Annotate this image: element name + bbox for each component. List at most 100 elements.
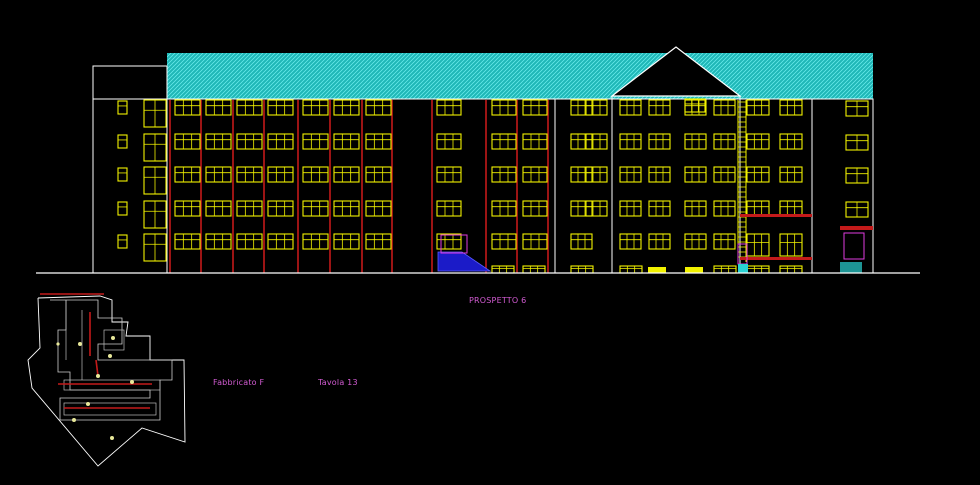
window <box>174 99 201 116</box>
entrance-door <box>843 232 865 260</box>
window-frame <box>117 234 128 249</box>
window <box>779 99 803 116</box>
window-frame <box>570 99 593 116</box>
window-frame <box>267 166 294 183</box>
window <box>746 166 770 183</box>
window <box>205 99 232 116</box>
window-grid <box>117 98 869 274</box>
window-frame <box>302 233 329 250</box>
window-frame <box>713 166 736 183</box>
window <box>205 200 232 217</box>
window <box>205 233 232 250</box>
window-frame <box>779 99 803 116</box>
window <box>684 233 707 250</box>
facade <box>92 96 874 274</box>
window <box>236 233 263 250</box>
window <box>779 133 803 150</box>
site-boundary <box>27 295 186 467</box>
window-frame <box>236 200 263 217</box>
plan-point <box>72 418 76 422</box>
window-frame <box>117 134 128 149</box>
window-frame <box>436 99 462 116</box>
window-frame <box>436 233 462 250</box>
window-frame <box>491 200 517 217</box>
window-frame <box>491 133 517 150</box>
window-frame <box>365 133 392 150</box>
window-frame <box>174 233 201 250</box>
window-frame <box>302 166 329 183</box>
window <box>713 133 736 150</box>
window-frame <box>713 233 736 250</box>
window-frame <box>236 133 263 150</box>
structural-columns <box>169 100 549 273</box>
balcony-band <box>740 257 812 260</box>
external-staircase <box>437 234 492 272</box>
window-frame <box>648 133 671 150</box>
window <box>779 166 803 183</box>
window <box>365 133 392 150</box>
window-frame <box>585 99 608 116</box>
window <box>570 99 593 116</box>
window-frame <box>174 200 201 217</box>
window-frame <box>174 133 201 150</box>
window-frame <box>713 133 736 150</box>
window <box>648 233 671 250</box>
window <box>570 200 593 217</box>
window-frame <box>522 133 548 150</box>
window-frame <box>684 233 707 250</box>
window-frame <box>436 133 462 150</box>
window <box>436 200 462 217</box>
window <box>585 133 608 150</box>
window-frame <box>570 233 593 250</box>
sheet-label: Tavola 13 <box>318 378 358 387</box>
window-frame <box>302 133 329 150</box>
window <box>684 200 707 217</box>
window-frame <box>205 200 232 217</box>
window <box>236 133 263 150</box>
window <box>845 100 869 117</box>
window <box>585 200 608 217</box>
plan-point <box>56 342 60 346</box>
window-frame <box>333 99 360 116</box>
facade-outline <box>92 98 874 274</box>
window <box>845 201 869 218</box>
plan-point <box>108 354 112 358</box>
stair-door <box>440 234 468 254</box>
window <box>619 133 642 150</box>
roof <box>92 46 873 100</box>
window <box>436 233 462 250</box>
building-footprint <box>50 299 173 421</box>
window-frame <box>205 166 232 183</box>
window <box>174 233 201 250</box>
window <box>205 133 232 150</box>
window <box>302 166 329 183</box>
window-frame <box>205 99 232 116</box>
window <box>436 99 462 116</box>
window <box>522 200 548 217</box>
window-frame <box>302 99 329 116</box>
window <box>491 99 517 116</box>
window <box>522 233 548 250</box>
window <box>267 200 294 217</box>
window <box>436 133 462 150</box>
entrance-canopy <box>840 226 873 230</box>
window-frame <box>117 167 128 182</box>
window-frame <box>779 133 803 150</box>
window-frame <box>522 166 548 183</box>
window <box>333 133 360 150</box>
plan-point <box>78 342 82 346</box>
window <box>143 200 167 229</box>
window-frame <box>365 166 392 183</box>
window <box>436 166 462 183</box>
window <box>713 200 736 217</box>
window <box>845 167 869 184</box>
footprint-block <box>63 379 161 391</box>
window <box>746 133 770 150</box>
window <box>143 166 167 195</box>
window <box>143 133 167 162</box>
window <box>236 166 263 183</box>
window-frame <box>436 200 462 217</box>
stair-ramp <box>437 251 492 272</box>
window <box>684 166 707 183</box>
window <box>684 133 707 150</box>
